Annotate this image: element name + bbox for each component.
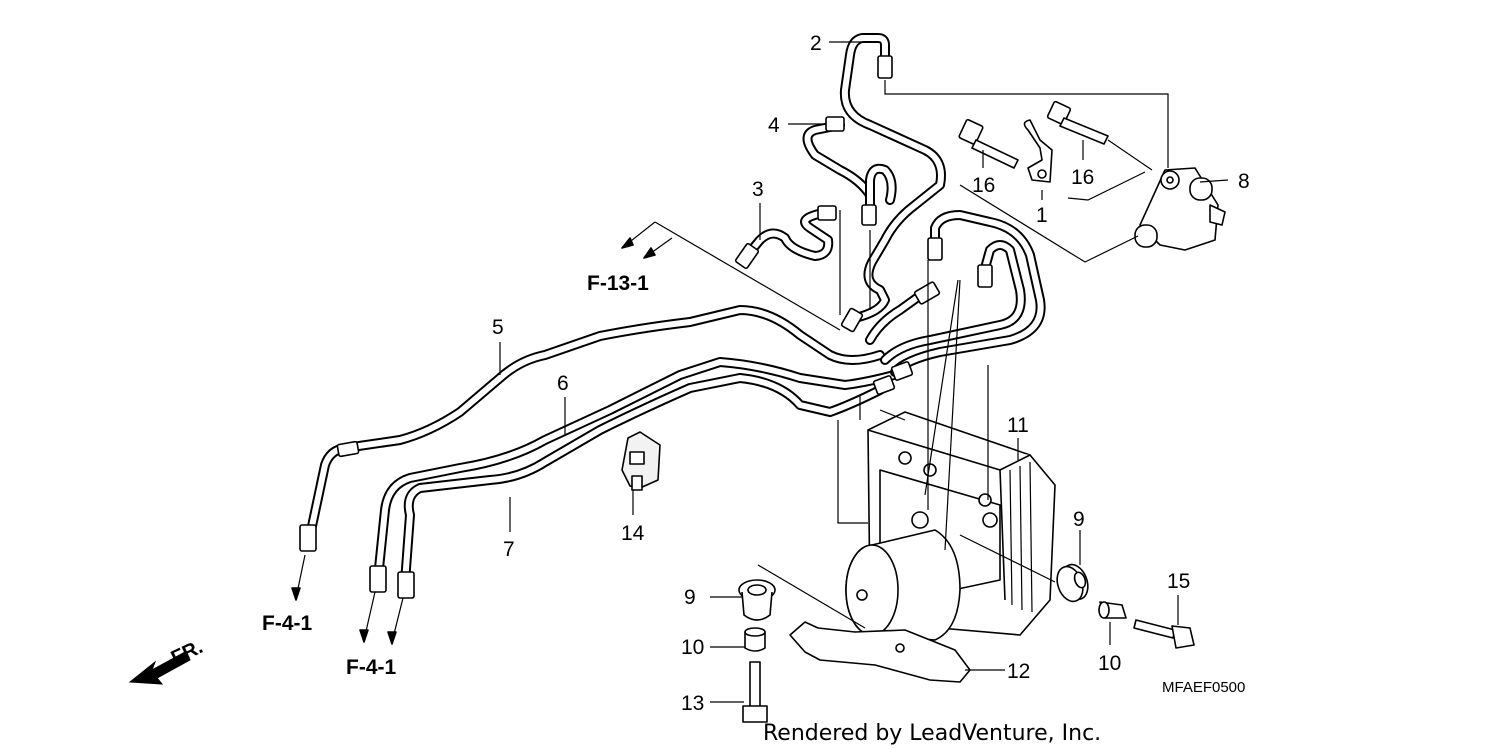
pipe-7-drawing [397, 373, 885, 599]
bolt-16-left-drawing [958, 118, 1019, 169]
callout-3[interactable]: 3 [752, 178, 764, 201]
joint-8-drawing [1134, 167, 1226, 251]
front-direction-arrow: FR. [128, 636, 206, 685]
bolt-13-drawing [742, 661, 768, 723]
pipe-3-drawing [734, 205, 837, 270]
callout-7[interactable]: 7 [503, 538, 515, 561]
reference-f-4-1-right[interactable]: F-4-1 [346, 656, 396, 679]
reference-labels: F-13-1 F-4-1 F-4-1 [262, 272, 649, 679]
callout-5[interactable]: 5 [492, 316, 504, 339]
pipe-5-drawing [299, 305, 885, 552]
reference-f-4-1-left[interactable]: F-4-1 [262, 612, 312, 635]
callout-6[interactable]: 6 [557, 372, 569, 395]
callout-1[interactable]: 1 [1036, 204, 1048, 227]
callout-2[interactable]: 2 [810, 32, 822, 55]
render-credit: Rendered by LeadVenture, Inc. [763, 721, 1101, 746]
callout-14[interactable]: 14 [621, 522, 645, 545]
pipe-2-drawing [839, 33, 946, 333]
grommet-9-right-drawing [1056, 563, 1089, 603]
callout-4[interactable]: 4 [768, 114, 780, 137]
reference-f-13-1[interactable]: F-13-1 [587, 272, 649, 295]
collar-10-left-drawing [744, 627, 766, 652]
callout-9-right[interactable]: 9 [1073, 508, 1085, 531]
grommet-9-left-drawing [738, 579, 776, 621]
diagram-code: MFAEF0500 [1162, 679, 1245, 696]
pipe-4-drawing [802, 116, 897, 226]
callout-10-left[interactable]: 10 [681, 636, 704, 659]
pipe-6-drawing [369, 357, 910, 593]
bolt-16-right-drawing [1046, 100, 1109, 145]
callout-12[interactable]: 12 [1007, 660, 1030, 683]
collar-10-right-drawing [1098, 601, 1127, 619]
bolt-15-drawing [1133, 619, 1195, 649]
callout-13[interactable]: 13 [681, 692, 704, 715]
callout-11[interactable]: 11 [1007, 414, 1029, 437]
callout-15[interactable]: 15 [1167, 570, 1190, 593]
clip-14-drawing [621, 431, 661, 491]
callout-16-left[interactable]: 16 [972, 174, 995, 197]
abs-modulator-11-drawing [789, 411, 1056, 683]
abs-upper-pipes [865, 210, 1046, 395]
callout-10-right[interactable]: 10 [1098, 652, 1121, 675]
leader-lines [291, 41, 1229, 703]
callout-16-right[interactable]: 16 [1071, 166, 1094, 189]
brake-pipes [299, 33, 1046, 599]
callout-numbers: 2 4 3 16 16 1 8 5 6 11 7 14 9 9 15 10 10… [492, 32, 1250, 715]
callout-9-left[interactable]: 9 [684, 586, 696, 609]
callout-8[interactable]: 8 [1238, 170, 1250, 193]
clamp-1-drawing [1023, 119, 1053, 183]
